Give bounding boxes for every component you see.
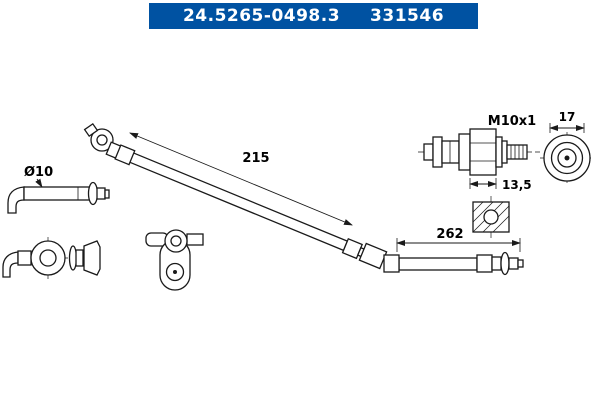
hose-banjo-bolt	[83, 122, 99, 138]
pipe-elbow	[7, 186, 25, 214]
end-fitting-body	[508, 257, 519, 270]
bracket-part	[145, 229, 204, 291]
dim-label-diameter: Ø10	[24, 165, 53, 180]
hose-elbow-connector	[358, 242, 388, 270]
pipe-body	[23, 186, 91, 201]
bracket-hole-center	[173, 270, 177, 274]
hose-tube-2	[398, 257, 478, 271]
bracket-clip-block	[186, 233, 204, 246]
fitting-hex	[469, 128, 497, 176]
hatch-1	[472, 201, 484, 213]
dim-label-135: 13,5	[502, 178, 532, 192]
endview-circle-inner	[557, 148, 577, 168]
fitting-flange	[501, 140, 508, 164]
end-fitting-neck	[491, 256, 502, 271]
pipe-end-tip	[104, 189, 110, 199]
fitting-collar-1	[432, 136, 443, 168]
banjo-wing-flange	[83, 240, 101, 276]
banjo-elbow-pipe	[2, 251, 19, 278]
bracket-clamp-ring-inner	[170, 235, 182, 247]
bracket-clamp-ring	[164, 229, 188, 253]
diameter-leader-line	[35, 178, 43, 188]
fitting-detail: M10x1 13,5	[418, 114, 540, 240]
dim-label-262: 262	[436, 227, 463, 242]
hose-assembly: 215	[83, 122, 373, 261]
banjo-shaft	[17, 250, 32, 266]
part-number: 24.5265-0498.3	[182, 6, 341, 26]
end-view: 17	[540, 110, 594, 184]
pipe-part: Ø10	[7, 165, 110, 214]
endview-center-dot	[564, 155, 570, 161]
banjo-bolt-part	[2, 237, 101, 279]
catalog-number: 331546	[370, 6, 445, 26]
dim-label-17: 17	[559, 110, 576, 124]
banjo-spacer	[75, 249, 84, 267]
hose-crimp-2-left	[383, 254, 400, 273]
hose-banjo-eye-inner	[96, 134, 108, 146]
hatch-5	[492, 215, 510, 233]
pipe-flange	[87, 181, 99, 206]
dim-label-thread: M10x1	[488, 114, 536, 129]
pipe-end-cap	[96, 187, 106, 200]
hatch-2	[472, 201, 494, 223]
fitting-thread-stub	[506, 144, 528, 160]
fitting-washer	[495, 136, 503, 168]
dimension-line-215	[129, 132, 353, 226]
hose-crimp-2-right	[476, 254, 493, 273]
fitting-tube	[423, 143, 434, 161]
hose-banjo-eye	[90, 128, 114, 152]
clamp-section-hole	[483, 209, 499, 225]
dim-label-215: 215	[242, 151, 269, 166]
banjo-eye-outer	[30, 240, 66, 276]
end-fitting-tip	[517, 259, 524, 268]
endview-circle-mid	[550, 141, 584, 175]
header-bar: 24.5265-0498.3 331546	[149, 3, 478, 29]
hose-lower-assembly: 262	[358, 227, 524, 276]
banjo-eye-inner	[39, 249, 57, 267]
fitting-collar-2	[458, 133, 471, 171]
end-fitting-flange	[500, 251, 510, 276]
fitting-body	[441, 140, 460, 164]
